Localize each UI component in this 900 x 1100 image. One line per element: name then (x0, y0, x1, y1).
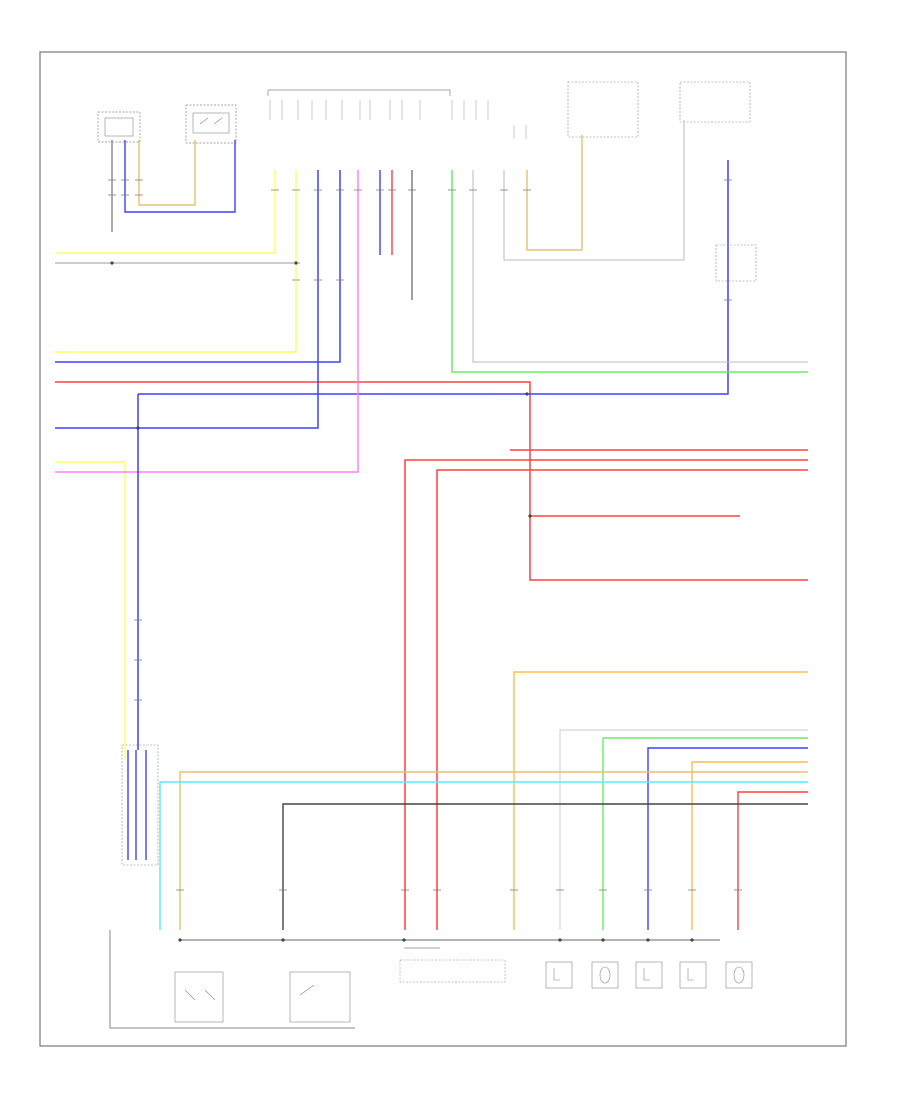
bottom-switch-1 (174, 971, 224, 1023)
bottom-sensor-1 (545, 961, 573, 989)
tl-wires (111, 140, 236, 232)
diagram-frame (39, 51, 847, 1047)
tl-connector (97, 111, 141, 143)
center-vertical-wires (379, 170, 413, 300)
sensor-bus-wires (159, 729, 808, 930)
bottom-sensor-4 (679, 961, 707, 989)
top-right-fuse-1 (567, 81, 639, 138)
left-joint-connector (121, 394, 159, 866)
bottom-sensors (545, 961, 753, 989)
top-center-module (267, 89, 451, 96)
bottom-sensor-5 (725, 961, 753, 989)
right-orange-wires (513, 671, 808, 930)
junction-dots (110, 261, 694, 942)
bottom-switch-3 (399, 959, 506, 983)
bottom-bus (109, 930, 720, 1029)
bottom-sensor-2 (591, 961, 619, 989)
left-bus-wires (55, 160, 808, 760)
wire-connector-marks (108, 179, 742, 891)
right-relay-box (715, 244, 757, 282)
bottom-sensor-3 (635, 961, 663, 989)
bottom-switch-2 (289, 971, 351, 1023)
top-right-wires (503, 120, 685, 261)
tl-relay (185, 104, 237, 144)
right-red-wires (404, 449, 808, 930)
top-right-fuse-2 (679, 81, 751, 123)
connector-pin-marks (269, 100, 527, 139)
